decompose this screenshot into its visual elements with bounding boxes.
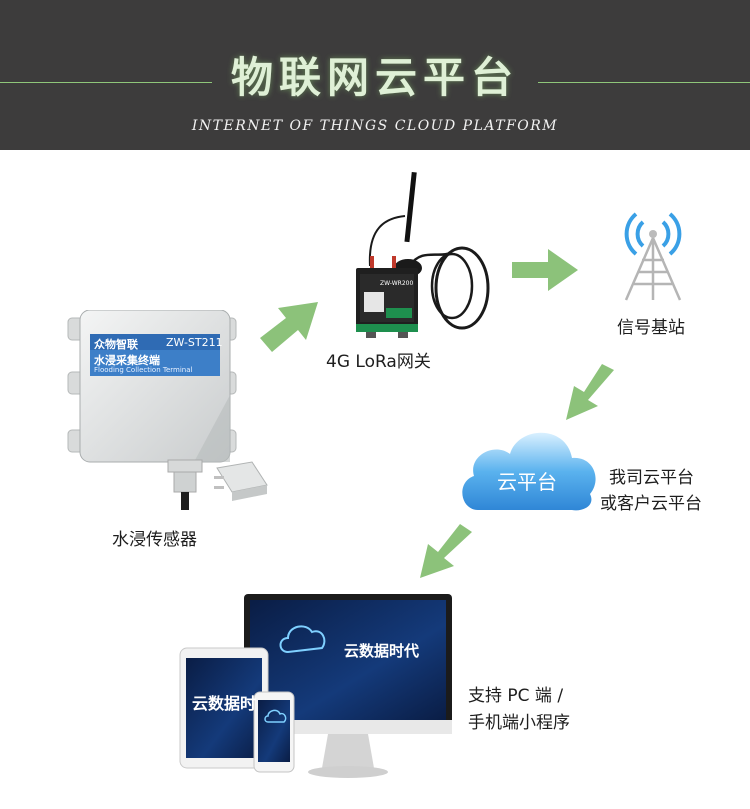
arrow-station-to-cloud — [566, 364, 614, 420]
arrow-cloud-to-clients — [420, 524, 472, 578]
cloud-platform-text: 云平台 — [497, 470, 557, 494]
cloud-platform-icon — [462, 432, 596, 511]
base-station-label: 信号基站 — [617, 318, 685, 338]
header-divider-left — [0, 82, 212, 83]
cloud-label-line2: 或客户云平台 — [600, 494, 702, 514]
cloud-label-line1: 我司云平台 — [609, 468, 694, 488]
sensor-model: ZW-ST211 — [166, 336, 223, 349]
base-station-tower-icon — [624, 212, 682, 301]
tablet-screen-text: 云数据时 — [192, 694, 257, 713]
sensor-brand: 众物智联 — [94, 338, 138, 351]
clients-label-line1: 支持 PC 端 / — [468, 686, 564, 706]
client-devices-illustration — [179, 594, 452, 778]
arrow-gateway-to-station — [512, 249, 578, 291]
sensor-label: 水浸传感器 — [112, 530, 197, 550]
flood-probe — [214, 461, 268, 501]
header-divider-right — [538, 82, 750, 83]
arrow-sensor-to-gateway — [260, 302, 318, 352]
sensor-name-en: Flooding Collection Terminal — [94, 366, 193, 374]
clients-label-line2: 手机端小程序 — [468, 713, 570, 733]
lora-gateway-device — [356, 171, 490, 338]
page-title: 物联网云平台 — [230, 53, 519, 102]
header-banner: 物联网云平台 INTERNET OF THINGS CLOUD PLATFORM — [0, 0, 750, 150]
gateway-label: 4G LoRa网关 — [326, 352, 431, 372]
sensor-name-cn: 水浸采集终端 — [94, 354, 160, 367]
water-sensor-device — [67, 310, 237, 510]
monitor-screen-text: 云数据时代 — [344, 642, 420, 660]
gateway-device-text: ZW-WR200 — [380, 280, 414, 287]
page-subtitle: INTERNET OF THINGS CLOUD PLATFORM — [191, 118, 559, 134]
